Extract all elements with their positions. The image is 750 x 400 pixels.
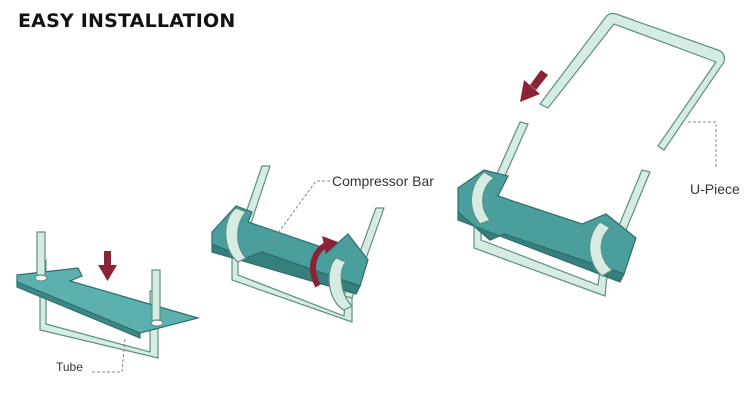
step3-clamp-left <box>470 171 496 225</box>
page-title: EASY INSTALLATION <box>18 10 236 32</box>
step-3-u-piece <box>457 12 725 297</box>
step-2-compressor <box>211 165 385 323</box>
tube-label: Tube <box>56 360 83 374</box>
step-1-tube-plate <box>16 231 201 359</box>
arrow-down-icon <box>98 251 117 281</box>
step3-plate-face <box>457 210 625 283</box>
compressor-bar-label: Compressor Bar <box>332 173 434 189</box>
compressor-bar-leader-line <box>269 180 330 245</box>
step1-plate-edge <box>16 281 141 339</box>
step2-clamp-left <box>225 207 248 263</box>
step3-u-piece-shape <box>539 12 725 151</box>
step1-tube-left <box>36 231 46 279</box>
u-piece-label: U-Piece <box>690 181 740 197</box>
arrow-down-left-icon <box>520 70 548 102</box>
u-piece-leader-line <box>688 121 717 168</box>
step1-tube-right <box>151 269 161 326</box>
step3-clamp-right <box>589 221 614 277</box>
tube-leader-line <box>92 337 126 373</box>
step2-clamp-right <box>328 257 354 311</box>
rotate-arrow-icon <box>310 236 338 288</box>
